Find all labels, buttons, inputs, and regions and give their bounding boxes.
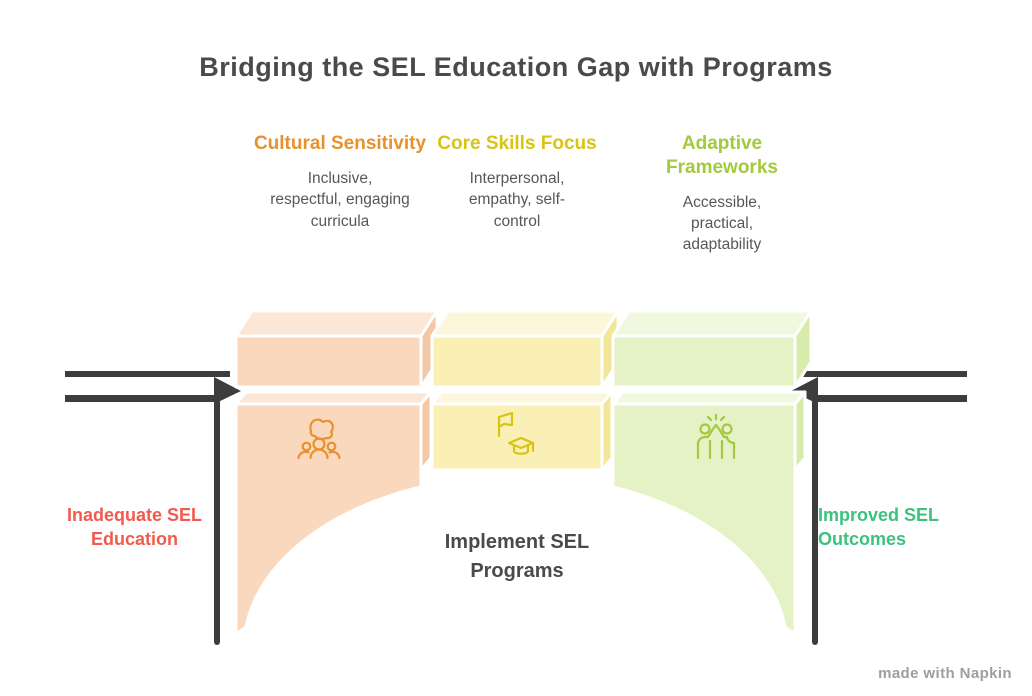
column-heading: Cultural Sensitivity bbox=[253, 133, 427, 154]
left-cliff-line bbox=[214, 398, 220, 645]
pillar-row bbox=[234, 390, 807, 636]
column-heading: Adaptive Frameworks bbox=[666, 133, 778, 178]
column-body: Inclusive, respectful, engaging curricul… bbox=[270, 169, 410, 230]
pillar-green bbox=[611, 390, 807, 636]
high-five-icon bbox=[696, 413, 736, 460]
left-gap-label: Inadequate SEL Education bbox=[66, 505, 203, 550]
flag-graduation-cap-icon bbox=[497, 411, 535, 455]
top-slab-yellow bbox=[430, 309, 620, 389]
center-bridge-label: Implement SEL Programs bbox=[444, 531, 590, 582]
column-body: Accessible, practical, adaptability bbox=[682, 193, 762, 254]
right-gap-label: Improved SEL Outcomes bbox=[818, 505, 939, 550]
column-core-skills-focus: Core Skills Focus Interpersonal, empathy… bbox=[425, 132, 609, 232]
left-bottom-line bbox=[65, 395, 217, 402]
top-slab-peach bbox=[234, 309, 439, 389]
right-bottom-line bbox=[815, 395, 967, 402]
page-title: Bridging the SEL Education Gap with Prog… bbox=[199, 52, 833, 82]
top-slab-row bbox=[234, 309, 813, 389]
column-heading: Core Skills Focus bbox=[437, 133, 597, 154]
right-cliff-line bbox=[812, 398, 818, 645]
pillar-peach bbox=[234, 390, 433, 636]
column-body: Interpersonal, empathy, self-control bbox=[468, 169, 566, 230]
column-cultural-sensitivity: Cultural Sensitivity Inclusive, respectf… bbox=[248, 132, 432, 232]
left-arrow-icon bbox=[214, 377, 241, 404]
top-slab-green bbox=[611, 309, 813, 389]
napkin-watermark[interactable]: made with Napkin bbox=[878, 665, 1012, 682]
pillar-yellow bbox=[430, 390, 614, 472]
column-adaptive-frameworks: Adaptive Frameworks Accessible, practica… bbox=[630, 132, 814, 256]
gap-edge-left bbox=[65, 371, 241, 645]
left-top-line bbox=[65, 371, 230, 377]
hand-over-group-icon bbox=[297, 418, 341, 460]
right-top-line bbox=[802, 371, 967, 377]
